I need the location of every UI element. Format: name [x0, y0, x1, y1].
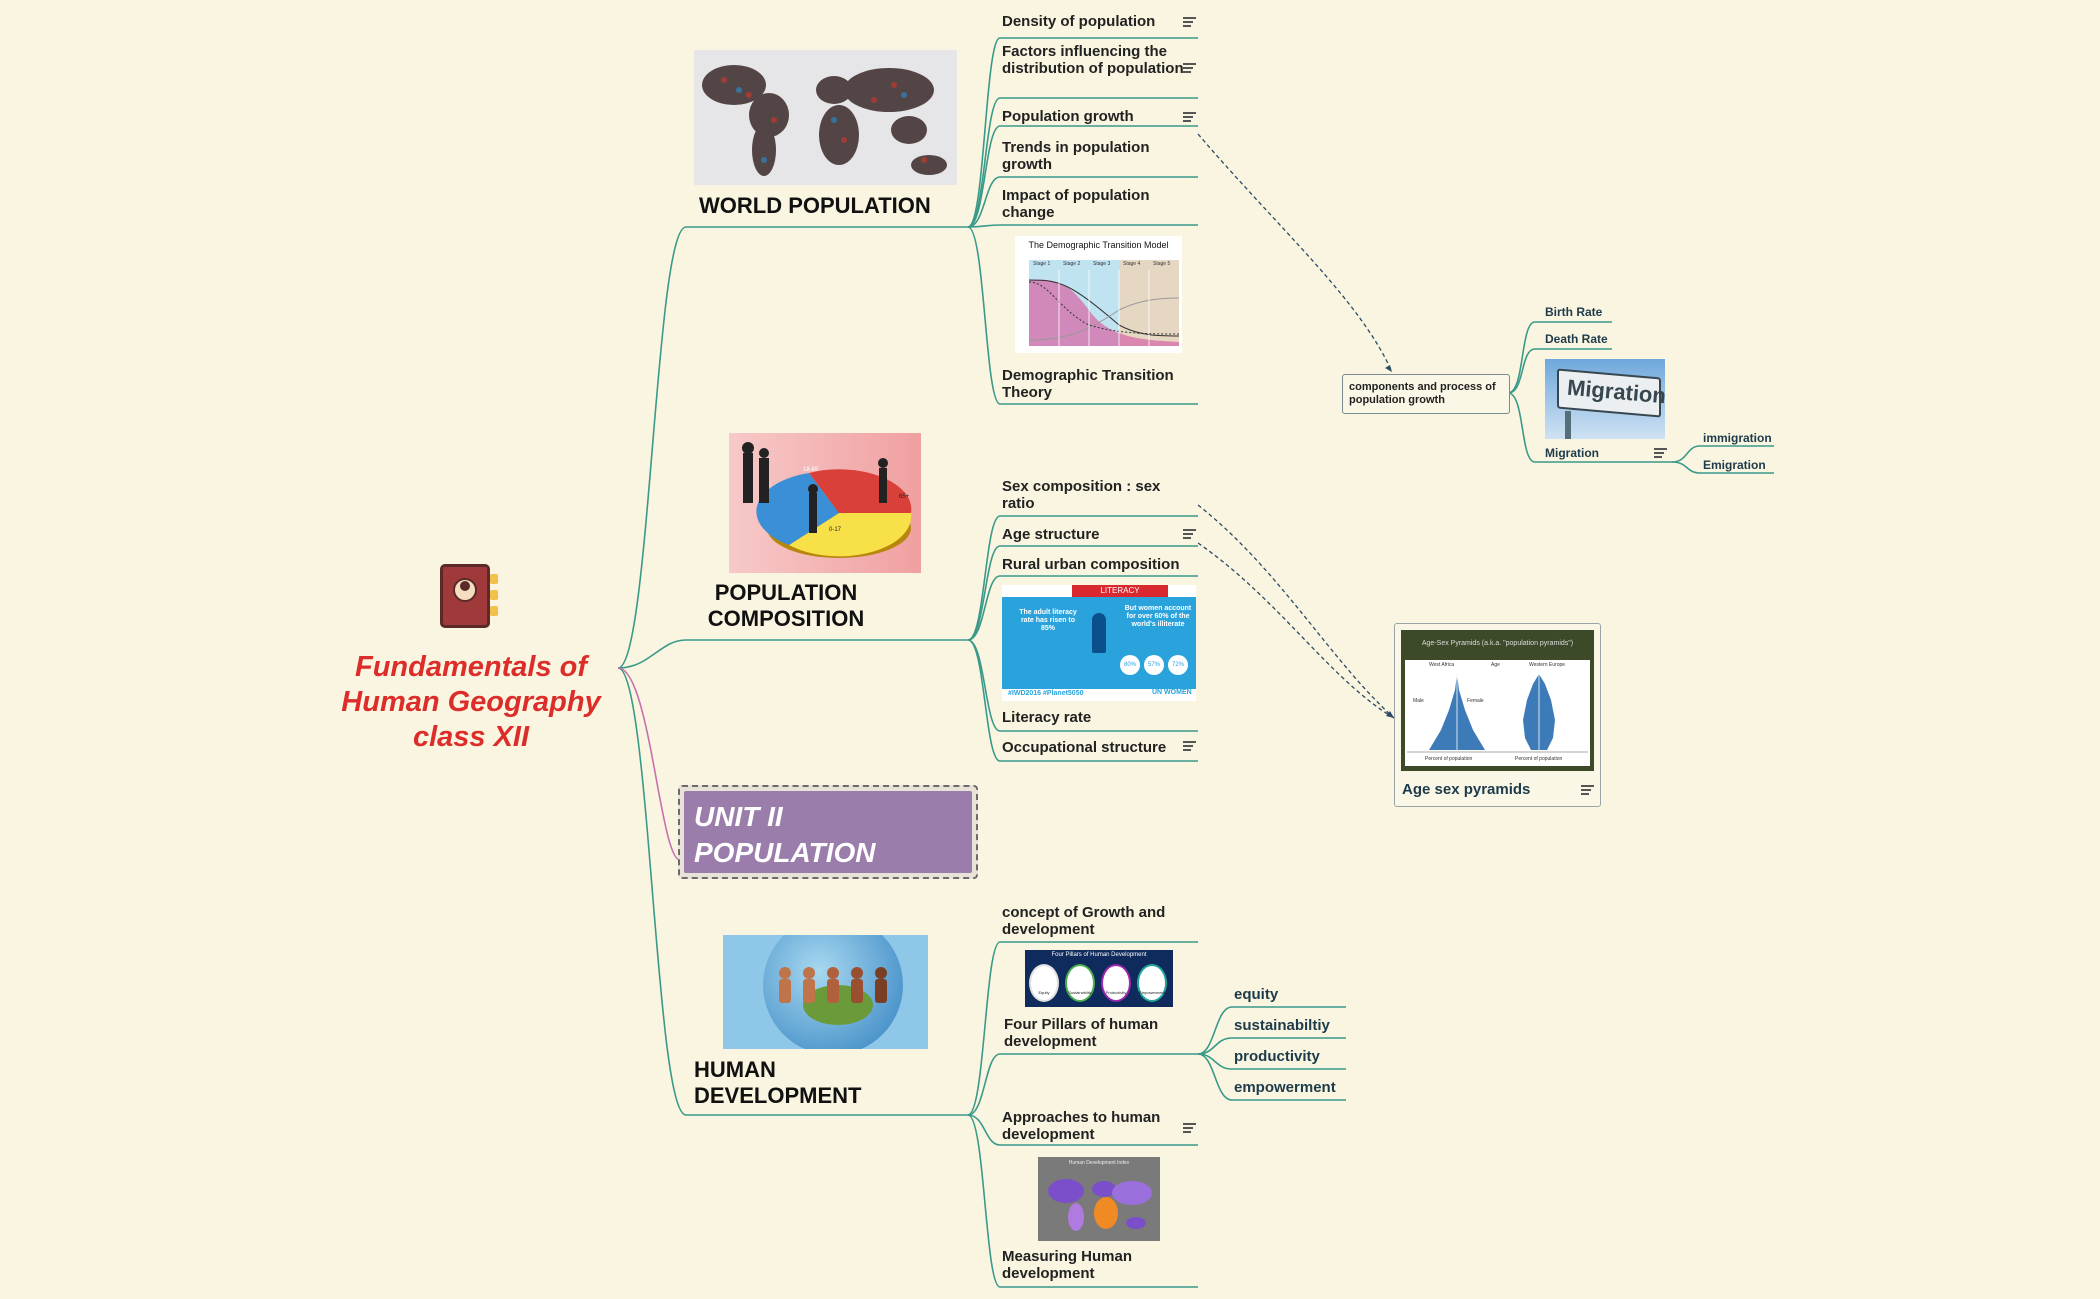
- hdi-map-image: Human Development Index: [1038, 1157, 1160, 1241]
- population-pie-image: 18-65 65+ 0-17: [729, 433, 921, 573]
- factors-influencing-distribution[interactable]: Factors influencing the distribution of …: [1002, 43, 1184, 77]
- demographic-transition-chart: The Demographic Transition Model Stage 1…: [1015, 236, 1182, 353]
- population-growth-callout[interactable]: components and process of population gro…: [1342, 374, 1510, 414]
- pillar-productivity[interactable]: productivity: [1234, 1048, 1320, 1065]
- four-pillars-of-human-development[interactable]: Four Pillars of human development: [1004, 1016, 1159, 1050]
- rural-urban-composition[interactable]: Rural urban composition: [1002, 556, 1180, 573]
- measuring-human-development[interactable]: Measuring Human development: [1002, 1248, 1133, 1282]
- pyramid-right-label: Western Europe: [1529, 662, 1566, 668]
- literacy-pct-1: 80%: [1120, 655, 1140, 675]
- human-development-title[interactable]: HUMAN DEVELOPMENT: [694, 1057, 862, 1108]
- dtm-stage-4: Stage 4: [1123, 261, 1141, 267]
- branch-world-population: [617, 226, 687, 669]
- pillar-equity[interactable]: equity: [1234, 986, 1279, 1003]
- literacy-infographic: LITERACY The adult literacy rate has ris…: [1002, 585, 1196, 701]
- birth-rate[interactable]: Birth Rate: [1545, 305, 1603, 319]
- occupational-structure[interactable]: Occupational structure: [1002, 739, 1167, 756]
- pie-label-0-17: 0-17: [829, 527, 842, 533]
- notes-icon[interactable]: [1183, 17, 1196, 27]
- notes-icon[interactable]: [1183, 529, 1196, 539]
- age-structure[interactable]: Age structure: [1002, 526, 1100, 543]
- pillar-productivity-label: Productivity: [1105, 990, 1127, 995]
- pillar-sustainability[interactable]: sustainabiltiy: [1234, 1017, 1330, 1034]
- literacy-right-text: But women account for over 60% of the wo…: [1124, 605, 1192, 628]
- notes-icon[interactable]: [1183, 1123, 1196, 1133]
- pie-label-18-65: 18-65: [803, 467, 819, 473]
- death-rate[interactable]: Death Rate: [1545, 332, 1608, 346]
- four-pillars-image: Four Pillars of Human Development Equity…: [1025, 950, 1173, 1007]
- hdi-map-title: Human Development Index: [1068, 1160, 1130, 1166]
- pyramid-male-label: Male: [1413, 698, 1424, 704]
- pyramid-mid-label: Age: [1491, 662, 1500, 668]
- demographic-transition-theory[interactable]: Demographic Transition Theory: [1002, 367, 1174, 401]
- population-growth[interactable]: Population growth: [1002, 108, 1134, 125]
- unit-population-node[interactable]: UNIT II POPULATION: [678, 785, 978, 879]
- density-of-population[interactable]: Density of population: [1002, 13, 1156, 30]
- literacy-pct-2: 57%: [1144, 655, 1164, 675]
- dtm-stage-5: Stage 5: [1153, 261, 1171, 267]
- notes-icon[interactable]: [1183, 112, 1196, 122]
- pyramid-female-label: Female: [1467, 698, 1484, 704]
- dtm-stage-2: Stage 2: [1063, 261, 1081, 267]
- literacy-pct-3: 72%: [1168, 655, 1188, 675]
- literacy-figure: [1092, 613, 1106, 653]
- pillar-sustainability-label: Sustainability: [1068, 990, 1092, 995]
- world-population-title[interactable]: WORLD POPULATION: [699, 193, 931, 218]
- dtm-stage-1: Stage 1: [1033, 261, 1051, 267]
- trends-in-population-growth[interactable]: Trends in population growth: [1002, 139, 1150, 173]
- age-sex-pyramids-node[interactable]: Age-Sex Pyramids (a.k.a. "population pyr…: [1394, 623, 1601, 807]
- branch-human-development: [617, 667, 687, 1116]
- globe-people-image: [723, 935, 928, 1049]
- pyramid-xlabel-left: Percent of population: [1425, 756, 1473, 762]
- concept-of-growth-and-development[interactable]: concept of Growth and development: [1002, 904, 1166, 938]
- central-topic-icon: [440, 564, 502, 630]
- notes-icon[interactable]: [1654, 448, 1667, 458]
- pyramid-xlabel-right: Percent of population: [1515, 756, 1563, 762]
- immigration[interactable]: immigration: [1703, 431, 1772, 445]
- impact-of-population-change[interactable]: Impact of population change: [1002, 187, 1150, 221]
- approaches-to-human-development[interactable]: Approaches to human development: [1002, 1109, 1161, 1143]
- notes-icon[interactable]: [1581, 785, 1594, 795]
- literacy-rate[interactable]: Literacy rate: [1002, 709, 1092, 726]
- age-sex-pyramid-image: Age-Sex Pyramids (a.k.a. "population pyr…: [1401, 630, 1594, 771]
- branch-population-composition: [617, 639, 687, 669]
- migration[interactable]: Migration: [1545, 446, 1599, 460]
- world-map-image: [694, 50, 957, 185]
- age-sex-pyramids-label: Age sex pyramids: [1402, 781, 1531, 798]
- notes-icon[interactable]: [1183, 63, 1196, 73]
- pie-label-65-plus: 65+: [899, 494, 910, 500]
- migration-sign-image: Migration: [1545, 359, 1665, 439]
- pillar-equity-label: Equity: [1038, 990, 1050, 995]
- pillar-empowerment[interactable]: empowerment: [1234, 1079, 1336, 1096]
- central-topic-title[interactable]: Fundamentals of Human Geography class XI…: [341, 651, 601, 753]
- unit-title: UNIT II POPULATION: [694, 801, 876, 868]
- pyramid-left-label: West Africa: [1429, 662, 1455, 668]
- pyramid-chart-title: Age-Sex Pyramids (a.k.a. "population pyr…: [1421, 640, 1574, 647]
- literacy-banner: LITERACY: [1072, 585, 1168, 597]
- literacy-org: UN WOMEN: [1152, 689, 1192, 696]
- dtm-stage-3: Stage 3: [1093, 261, 1111, 267]
- population-composition-title[interactable]: POPULATION COMPOSITION: [707, 580, 865, 631]
- sex-composition[interactable]: Sex composition : sex ratio: [1002, 478, 1161, 512]
- four-pillars-image-title: Four Pillars of Human Development: [1051, 952, 1147, 958]
- pillar-empowerment-label: Empowerment: [1139, 990, 1165, 995]
- notes-icon[interactable]: [1183, 741, 1196, 751]
- literacy-hashtag: #IWD2016 #Planet5050: [1008, 690, 1084, 697]
- dtm-title: The Demographic Transition Model: [1028, 240, 1169, 250]
- literacy-left-text: The adult literacy rate has risen to 85%: [1019, 609, 1077, 632]
- callout-title: components and process of population gro…: [1349, 381, 1496, 406]
- emigration[interactable]: Emigration: [1703, 458, 1766, 472]
